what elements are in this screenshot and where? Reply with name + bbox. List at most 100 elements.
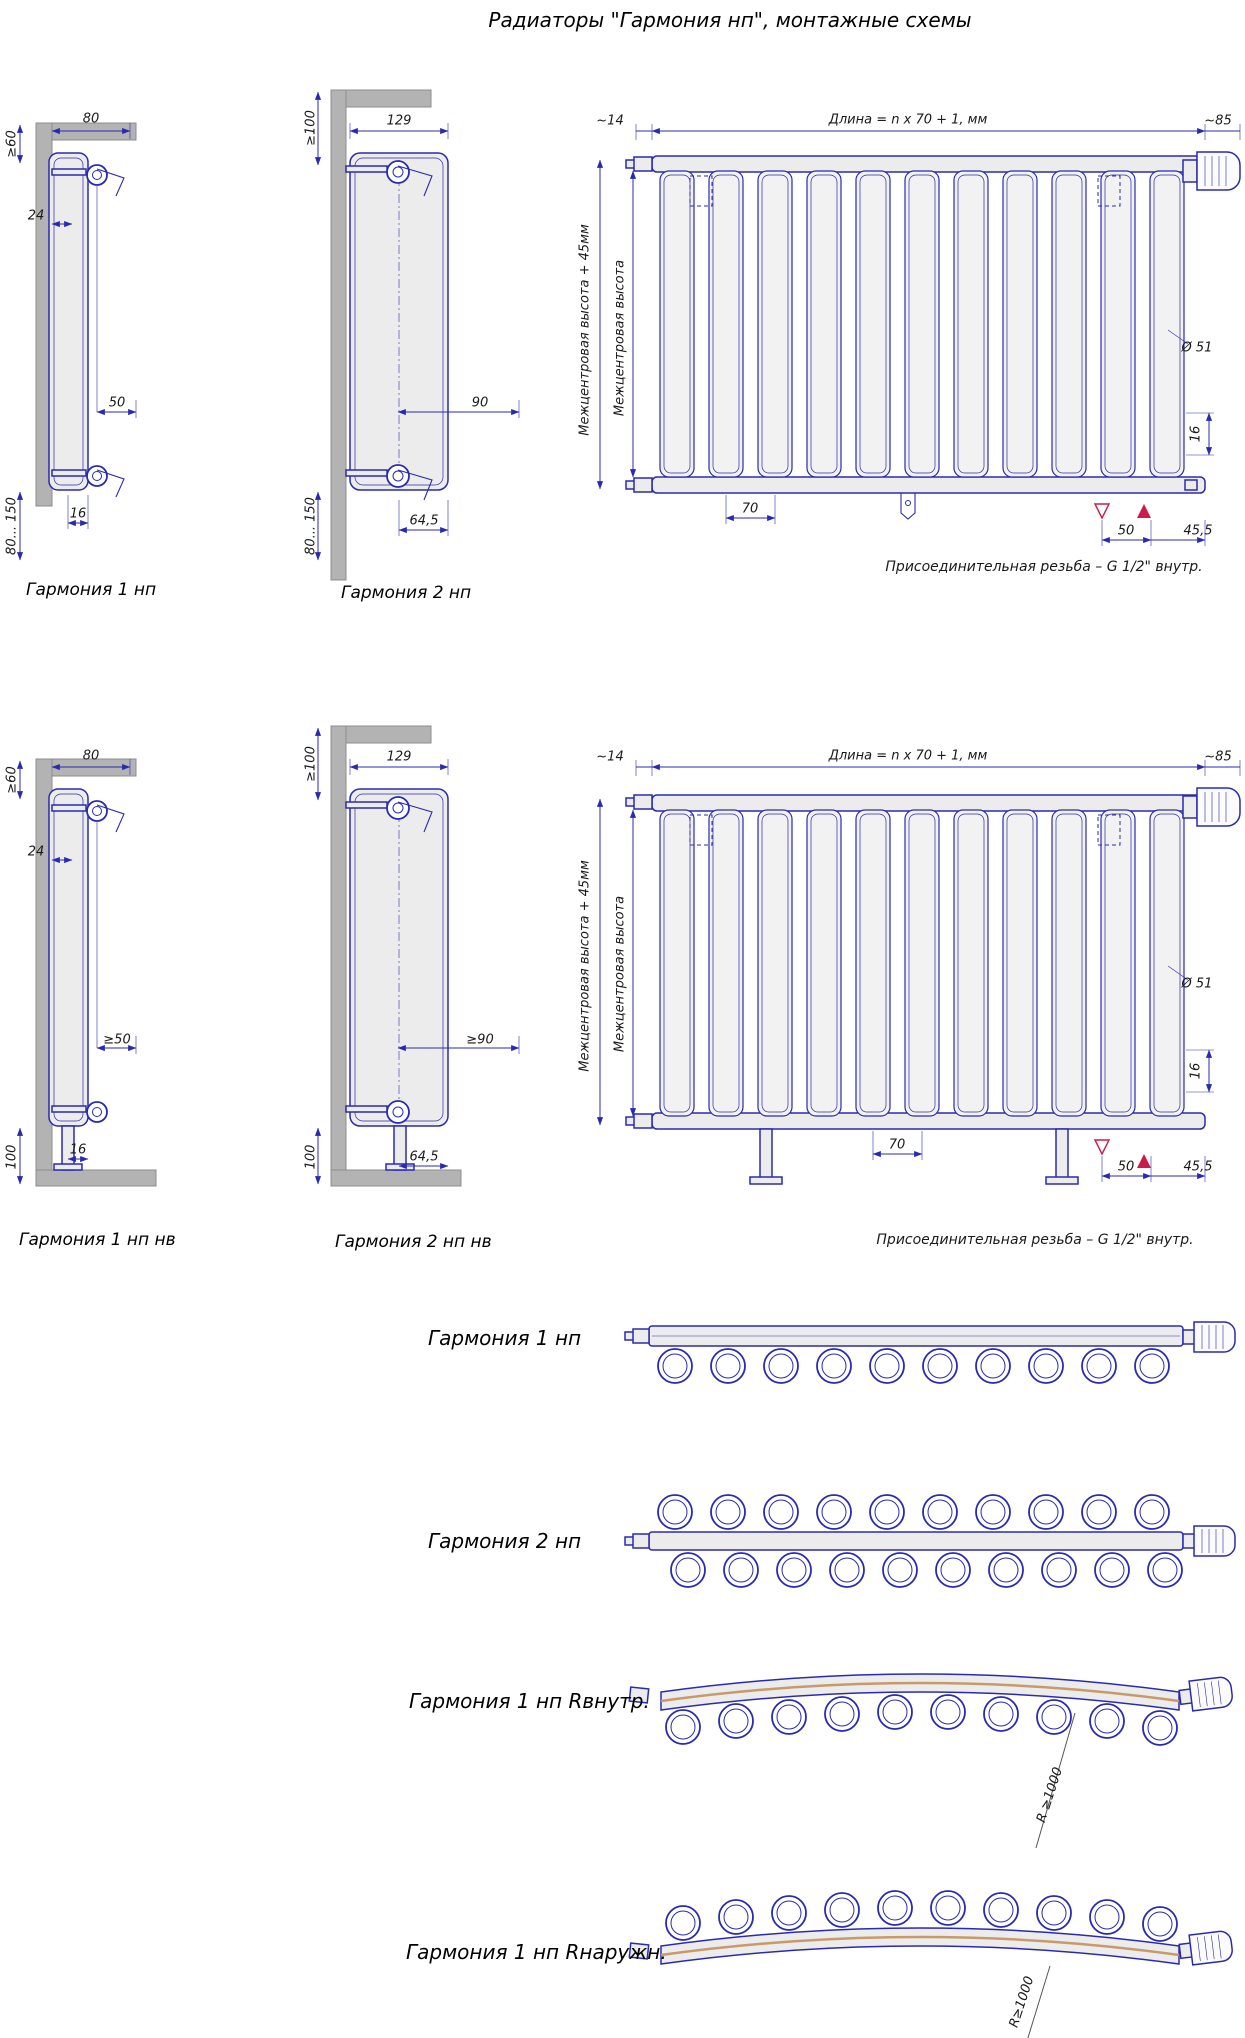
radiator-tubes bbox=[659, 170, 1185, 478]
dim-16: 16 bbox=[1188, 425, 1204, 443]
floor bbox=[330, 1169, 462, 1187]
dim-ge60: ≥60 bbox=[4, 766, 20, 794]
dim-100: 100 bbox=[4, 1144, 20, 1170]
dim-80-150: 80... 150 bbox=[4, 497, 20, 555]
floor-leg bbox=[749, 1128, 783, 1185]
flow-arrow-return bbox=[1137, 1154, 1151, 1168]
tube-circles-front-row bbox=[657, 1494, 1170, 1530]
inlet-fitting bbox=[624, 1328, 650, 1344]
curve-external-label: Гармония 1 нп Rнаружн. bbox=[406, 1940, 667, 1964]
mounting-bracket-dashed bbox=[689, 814, 713, 846]
header-bar bbox=[648, 1531, 1184, 1551]
mounting-bracket-dashed bbox=[1097, 175, 1121, 207]
top-header bbox=[651, 155, 1206, 173]
dim-50: 50 bbox=[108, 395, 126, 411]
view-label: Гармония 2 нп bbox=[341, 583, 472, 603]
dim-16: 16 bbox=[69, 1142, 87, 1158]
bottom-bracket bbox=[900, 492, 916, 520]
dim-85: ~85 bbox=[1204, 749, 1232, 765]
thermostat-head bbox=[1182, 1525, 1236, 1557]
tube-circles-back-row bbox=[670, 1552, 1183, 1588]
curved-header-bar bbox=[660, 1673, 1180, 1711]
bracket-bottom bbox=[51, 1101, 108, 1123]
dim-center-height: Межцентровая высота bbox=[612, 259, 628, 417]
radiator-body bbox=[48, 788, 89, 1127]
dim-50: 50 bbox=[1117, 1159, 1135, 1175]
pipe-line bbox=[660, 1681, 1180, 1703]
row3-curve-external-drawing bbox=[628, 1890, 1233, 2038]
row2-side2-drawing bbox=[314, 725, 520, 1187]
dim-80-150: 80... 150 bbox=[303, 497, 319, 555]
view-label: Гармония 1 нп bbox=[26, 580, 157, 600]
topview-label: Гармония 1 нп bbox=[428, 1326, 582, 1350]
dim-center-height: Межцентровая высота bbox=[612, 895, 628, 1053]
dim-129: 129 bbox=[386, 113, 412, 129]
dim-50: 50 bbox=[1117, 523, 1135, 539]
dim-16: 16 bbox=[1188, 1062, 1204, 1080]
flow-arrow-supply bbox=[1093, 1139, 1111, 1156]
inlet-fitting bbox=[624, 1533, 650, 1549]
bracket-top bbox=[345, 796, 433, 833]
view-label: Гармония 1 нп нв bbox=[19, 1230, 176, 1250]
curved-header-bar bbox=[660, 1927, 1180, 1965]
dim-24: 24 bbox=[27, 208, 45, 224]
dim-70: 70 bbox=[741, 501, 759, 517]
bracket-bottom bbox=[345, 464, 433, 501]
bracket-top bbox=[345, 160, 433, 197]
row2-front-drawing bbox=[596, 760, 1241, 1185]
bracket-bottom bbox=[51, 465, 125, 498]
dim-ge100: ≥100 bbox=[303, 110, 319, 146]
inlet-fitting-top bbox=[625, 794, 653, 810]
topview-label: Гармония 2 нп bbox=[428, 1529, 582, 1553]
row1-front-drawing bbox=[596, 124, 1241, 546]
dim-70: 70 bbox=[888, 1137, 906, 1153]
thermostat-head bbox=[1182, 787, 1241, 827]
inlet-fitting-bottom bbox=[625, 477, 653, 493]
bracket-bottom bbox=[345, 1100, 410, 1124]
top-header bbox=[651, 794, 1206, 812]
tube-circles bbox=[665, 1694, 1178, 1746]
dim-100: 100 bbox=[303, 1144, 319, 1170]
dim-129: 129 bbox=[386, 749, 412, 765]
radius-leader-line bbox=[1035, 1712, 1076, 1849]
tube-circles bbox=[657, 1348, 1170, 1384]
row3-topview2-drawing bbox=[624, 1494, 1236, 1588]
floor-leg bbox=[1045, 1128, 1079, 1185]
dim-length-formula: Длина = n x 70 + 1, мм bbox=[828, 748, 988, 764]
dim-90: 90 bbox=[471, 395, 489, 411]
row3-curve-internal-drawing bbox=[628, 1673, 1233, 1849]
dim-64-5: 64,5 bbox=[409, 513, 439, 529]
thermostat-head bbox=[1178, 1676, 1233, 1712]
inlet-fitting-bottom bbox=[625, 1113, 653, 1129]
dim-diameter-51: Ø 51 bbox=[1181, 340, 1213, 356]
floor bbox=[35, 1169, 157, 1187]
thermostat-head bbox=[1178, 1930, 1233, 1966]
dim-45-5: 45,5 bbox=[1183, 523, 1213, 539]
dim-diameter-51: Ø 51 bbox=[1181, 976, 1213, 992]
radiator-tubes bbox=[659, 809, 1185, 1117]
dim-80: 80 bbox=[82, 111, 100, 127]
thermostat-head bbox=[1182, 151, 1241, 191]
dim-14: ~14 bbox=[596, 113, 624, 129]
thread-caption: Присоединительная резьба – G 1/2" внутр. bbox=[885, 559, 1203, 575]
dim-16: 16 bbox=[69, 506, 87, 522]
dim-ge100: ≥100 bbox=[303, 746, 319, 782]
bracket-top bbox=[51, 800, 125, 833]
bottom-header bbox=[651, 476, 1206, 494]
row1-side2-drawing bbox=[314, 89, 520, 581]
mounting-bracket-dashed bbox=[1097, 814, 1121, 846]
dim-center-height-45: Межцентровая высота + 45мм bbox=[577, 224, 593, 436]
flow-arrow-supply bbox=[1093, 503, 1111, 520]
row2-side1-drawing bbox=[16, 758, 157, 1187]
sheet-title: Радиаторы "Гармония нп", монтажные схемы bbox=[488, 8, 972, 32]
thermostat-head bbox=[1182, 1321, 1236, 1353]
dim-ge50: ≥50 bbox=[103, 1032, 131, 1048]
curve-internal-label: Гармония 1 нп Rвнутр. bbox=[409, 1689, 650, 1713]
dim-ge90: ≥90 bbox=[466, 1032, 494, 1048]
dim-64-5: 64,5 bbox=[409, 1149, 439, 1165]
dim-80: 80 bbox=[82, 748, 100, 764]
dim-85: ~85 bbox=[1204, 113, 1232, 129]
row3-topview1-drawing bbox=[624, 1321, 1236, 1384]
